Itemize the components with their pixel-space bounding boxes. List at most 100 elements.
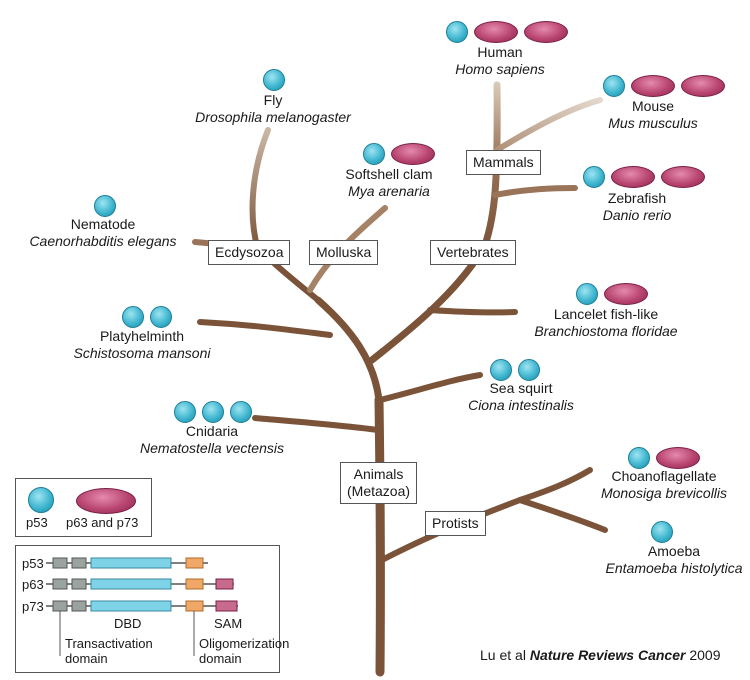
- species-name: Drosophila melanogaster: [195, 109, 351, 125]
- citation-year: 2009: [685, 647, 721, 663]
- p63-icon: [604, 283, 648, 305]
- zebrafish-protein-icons: [583, 166, 705, 188]
- clade-animals-metazoa: Animals (Metazoa): [340, 462, 418, 504]
- citation-journal: Nature Reviews Cancer: [529, 647, 686, 663]
- p53-icon: [603, 75, 625, 97]
- common-name: Lancelet fish-like: [553, 306, 659, 322]
- seasquirt-protein-icons: [490, 359, 540, 381]
- p53-icon: [651, 521, 673, 543]
- p63-p73-legend-icon: [76, 488, 136, 514]
- organism-platyhelminth: Platyhelminth Schistosoma mansoni: [62, 328, 222, 362]
- p63-icon: [474, 21, 518, 43]
- mouse-branch: [494, 97, 603, 153]
- fly-branch: [249, 127, 271, 253]
- p53-icon: [174, 401, 196, 423]
- p53-icon: [263, 69, 285, 91]
- platyhelminth-branch: [197, 319, 333, 338]
- p73-domain-row: [46, 600, 238, 612]
- p53-domain-row: [46, 557, 208, 569]
- gene-label-p53: p53: [22, 556, 44, 571]
- species-name: Homo sapiens: [455, 61, 545, 77]
- species-name: Danio rerio: [602, 207, 672, 223]
- species-name: Caenorhabditis elegans: [29, 233, 177, 249]
- species-name: Schistosoma mansoni: [73, 345, 211, 361]
- sam-domain: [215, 578, 234, 590]
- lancelet-protein-icons: [576, 283, 648, 305]
- clam-protein-icons: [363, 143, 435, 165]
- common-name: Amoeba: [647, 543, 701, 559]
- seasquirt-branch: [377, 372, 483, 403]
- ta-domain: [52, 578, 68, 590]
- common-name: Choanoflagellate: [611, 468, 717, 484]
- common-name: Fly: [263, 92, 283, 108]
- oligomerization-domain: [185, 600, 204, 612]
- cnidaria-branch: [252, 415, 381, 433]
- p73-icon: [661, 166, 705, 188]
- common-name: Human: [477, 44, 523, 60]
- p63-domain-row: [46, 578, 234, 590]
- p53-icon: [576, 283, 598, 305]
- protein-shape-legend: p53 p63 and p73: [15, 478, 152, 537]
- gene-label-p63: p63: [22, 577, 44, 592]
- nematode-protein-icons: [94, 195, 116, 217]
- p63-icon: [391, 143, 435, 165]
- p63-p73-legend-label: p63 and p73: [66, 515, 139, 530]
- common-name: Platyhelminth: [99, 328, 185, 344]
- clade-ecdysozoa: Ecdysozoa: [208, 240, 291, 265]
- sam-domain: [215, 600, 238, 612]
- transactivation-label: Transactivation domain: [65, 636, 153, 666]
- oligomerization-domain: [185, 557, 204, 569]
- p53-icon: [446, 21, 468, 43]
- p53-icon: [518, 359, 540, 381]
- dbd-label: DBD: [114, 616, 142, 631]
- p73-icon: [524, 21, 568, 43]
- mouse-protein-icons: [603, 75, 725, 97]
- organism-sea-squirt: Sea squirt Ciona intestinalis: [456, 380, 586, 414]
- p53-icon: [122, 306, 144, 328]
- lancelet-branch: [427, 307, 518, 316]
- p53-icon: [202, 401, 224, 423]
- common-name: Zebrafish: [607, 190, 667, 206]
- clade-molluska: Molluska: [309, 240, 379, 265]
- ta-domain: [52, 557, 68, 569]
- choanoflagellate-protein-icons: [628, 447, 700, 469]
- p53-legend-icon: [28, 487, 54, 513]
- clade-vertebrates: Vertebrates: [430, 240, 516, 265]
- common-name: Mouse: [631, 98, 675, 114]
- domain-diagram: [46, 557, 238, 656]
- cnidaria-protein-icons: [174, 401, 252, 423]
- dbd-domain: [90, 578, 172, 590]
- amoeba-protein-icons: [651, 521, 673, 543]
- species-name: Monosiga brevicollis: [600, 485, 728, 501]
- platyhelminth-protein-icons: [122, 306, 172, 328]
- ta-domain: [71, 557, 87, 569]
- clade-mammals: Mammals: [466, 150, 541, 175]
- citation: Lu et al Nature Reviews Cancer 2009: [480, 647, 721, 663]
- common-name: Softshell clam: [345, 166, 433, 182]
- common-name: Sea squirt: [489, 380, 553, 396]
- p53-legend-label: p53: [26, 515, 48, 530]
- choanoflagellate-branch: [517, 467, 593, 503]
- amoeba-branch: [517, 497, 608, 533]
- zebrafish-branch: [492, 185, 578, 198]
- fly-protein-icons: [263, 69, 285, 91]
- organism-softshell-clam: Softshell clam Mya arenaria: [330, 166, 448, 200]
- p53-icon: [583, 166, 605, 188]
- species-name: Nematostella vectensis: [140, 440, 284, 456]
- species-name: Mus musculus: [608, 115, 698, 131]
- oligomerization-domain: [185, 578, 204, 590]
- common-name: Nematode: [70, 216, 136, 232]
- species-name: Branchiostoma floridae: [534, 323, 678, 339]
- species-name: Entamoeba histolytica: [605, 560, 743, 576]
- p63-icon: [611, 166, 655, 188]
- species-name: Ciona intestinalis: [468, 397, 574, 413]
- p73-icon: [681, 75, 725, 97]
- organism-nematode: Nematode Caenorhabditis elegans: [14, 216, 192, 250]
- p63-icon: [631, 75, 675, 97]
- p53-icon: [490, 359, 512, 381]
- organism-mouse: Mouse Mus musculus: [596, 98, 710, 132]
- ta-domain: [71, 578, 87, 590]
- gene-label-p73: p73: [22, 599, 44, 614]
- species-name: Mya arenaria: [348, 183, 430, 199]
